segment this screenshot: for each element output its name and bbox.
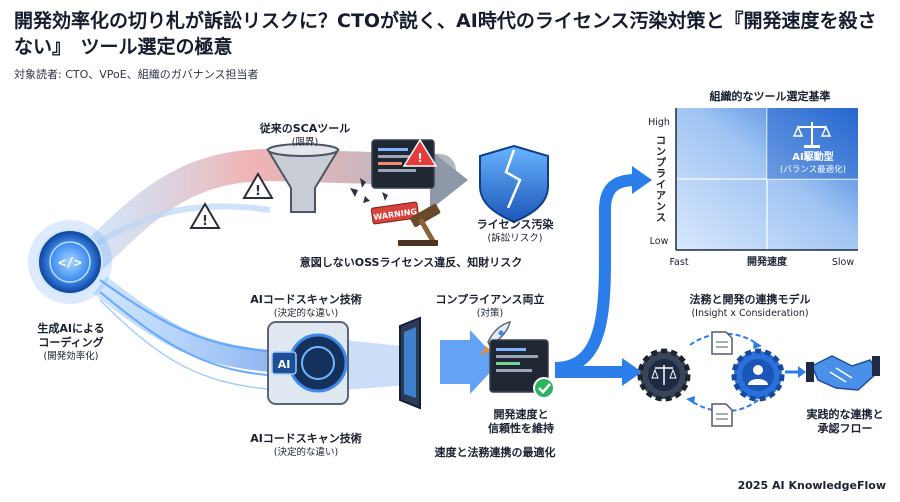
copyright: 2025 AI KnowledgeFlow xyxy=(737,479,886,492)
target-audience: 対象読者: CTO、VPoE、組織のガバナンス担当者 xyxy=(14,68,259,81)
broken-shield-icon xyxy=(479,144,549,224)
svg-text:!: ! xyxy=(417,151,422,165)
source-label: 生成AIによる コーディング (開発効率化) xyxy=(37,322,105,362)
y-axis-low: Low xyxy=(649,236,669,247)
warning-sign-gavel-icon: WARNING xyxy=(370,201,441,246)
document-icon xyxy=(711,331,733,355)
svg-text:!: ! xyxy=(202,214,208,229)
selection-matrix xyxy=(675,108,858,251)
code-window-check-icon xyxy=(489,339,555,399)
x-axis-label: 開発速度 xyxy=(747,257,787,268)
svg-text:</>: </> xyxy=(58,256,82,271)
warning-icon: ! xyxy=(242,172,274,199)
collab-title: 法務と開発の連携モデル (Insight x Consideration) xyxy=(689,293,811,319)
ai-scan-label-top: AIコードスキャン技術 (決定的な違い) xyxy=(250,293,362,319)
scale-icon xyxy=(792,122,832,148)
y-axis-high: High xyxy=(648,117,670,128)
sca-tool-label: 従来のSCAツール (限界) xyxy=(259,122,351,148)
result-label: 開発速度と 信頼性を維持 xyxy=(488,408,554,435)
risk-caption: 意図しないOSSライセンス違反、知財リスク xyxy=(299,256,523,269)
warning-icon: ! xyxy=(189,202,221,229)
legal-gear-icon xyxy=(637,348,691,402)
handshake-icon xyxy=(806,355,880,391)
ai-driven-quadrant-label: AI駆動型 (バランス最適化) xyxy=(780,152,846,175)
document-icon xyxy=(711,403,733,427)
svg-text:!: ! xyxy=(255,184,261,199)
developer-gear-icon xyxy=(731,348,785,402)
risk-flow-path xyxy=(79,148,468,271)
broken-code-window-icon: ! xyxy=(350,138,438,203)
funnel-icon xyxy=(266,143,340,213)
ai-scan-label-bottom: AIコードスキャン技術 (決定的な違い) xyxy=(250,432,362,458)
ai-scanner-device-icon: AI xyxy=(267,321,349,405)
svg-text:AI: AI xyxy=(278,358,291,371)
matrix-title: 組織的なツール選定基準 xyxy=(709,90,831,103)
license-contamination-label: ライセンス汚染 (訴訟リスク) xyxy=(476,218,554,244)
x-axis-slow: Slow xyxy=(831,257,855,268)
page-title: 開発効率化の切り札が訴訟リスクに？CTOが説く、AI時代のライセンス汚染対策と『… xyxy=(14,10,877,58)
y-axis-label: コンプライアンス xyxy=(656,136,666,224)
flow-arrow-to-matrix xyxy=(554,166,652,374)
compliance-label: コンプライアンス両立 (対策) xyxy=(435,293,545,319)
optimization-caption: 速度と法務連携の最適化 xyxy=(434,446,556,459)
approval-flow-label: 実践的な連携と 承認フロー xyxy=(806,408,884,435)
flow-arrow-to-collab xyxy=(555,358,642,386)
x-axis-fast: Fast xyxy=(669,257,689,268)
brain-code-icon: </> xyxy=(28,220,112,304)
filter-panel-icon xyxy=(399,316,421,410)
